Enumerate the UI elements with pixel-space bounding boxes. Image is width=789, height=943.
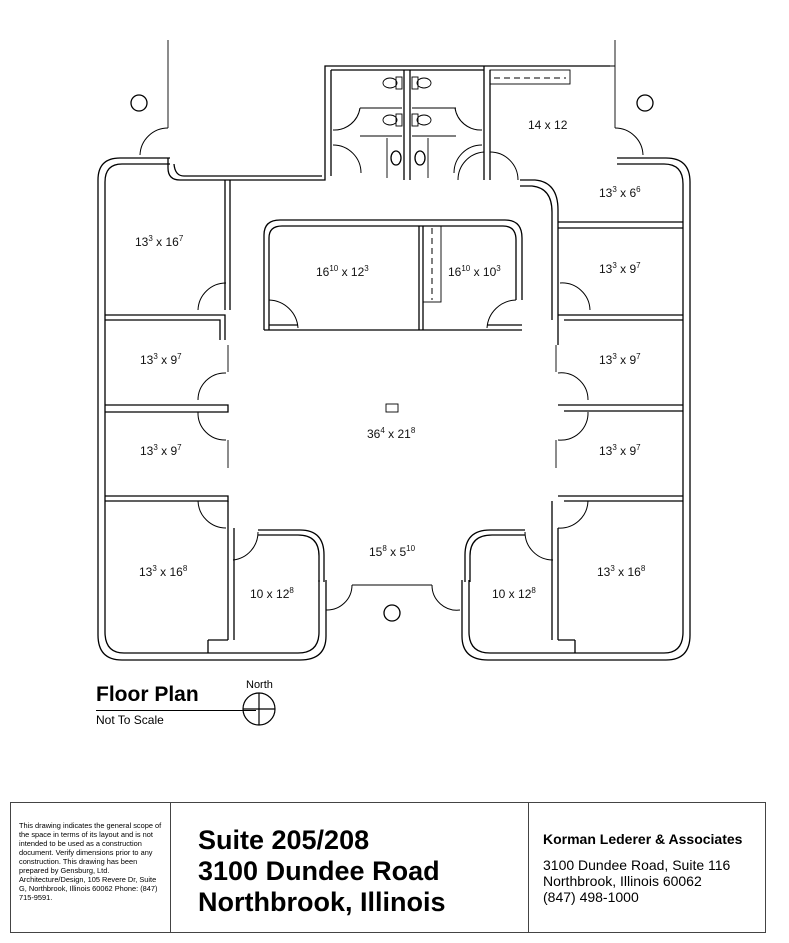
legend-divider (96, 710, 256, 711)
plan-legend: Floor Plan Not To Scale (96, 683, 199, 727)
room-label: 10 x 128 (250, 586, 294, 601)
plan-title: Floor Plan (96, 683, 199, 706)
east-offices (551, 221, 683, 653)
firm-address-line1: 3100 Dundee Road, Suite 116 (543, 857, 731, 873)
suite-address: Suite 205/208 3100 Dundee Road Northbroo… (171, 803, 529, 932)
room-label: 133 x 168 (597, 564, 646, 579)
room-label: 10 x 128 (492, 586, 536, 601)
title-block: This drawing indicates the general scope… (10, 802, 766, 933)
sw-small-office (232, 529, 432, 611)
room-label: 14 x 12 (528, 118, 568, 132)
room-label: 133 x 97 (140, 443, 182, 458)
room-label: 133 x 97 (599, 261, 641, 276)
room-labels: 133 x 167 1610 x 123 1610 x 103 14 x 12 … (135, 118, 646, 601)
room-label: 1610 x 103 (448, 264, 501, 279)
firm-info: Korman Lederer & Associates 3100 Dundee … (529, 803, 765, 932)
room-label: 133 x 167 (135, 234, 184, 249)
column-icon (383, 604, 401, 622)
city-state: Northbrook, Illinois (198, 887, 446, 917)
room-label: 133 x 97 (599, 352, 641, 367)
west-offices (105, 180, 235, 653)
firm-name: Korman Lederer & Associates (543, 831, 743, 847)
column-icon (636, 94, 654, 112)
disclaimer-text: This drawing indicates the general scope… (11, 803, 171, 932)
north-label: North (246, 679, 273, 691)
street-address: 3100 Dundee Road (198, 856, 440, 886)
room-label: 1610 x 123 (316, 264, 369, 279)
room-label: 133 x 97 (599, 443, 641, 458)
room-label: 158 x 510 (369, 544, 416, 559)
firm-phone: (847) 498-1000 (543, 889, 639, 905)
floor-plan-drawing: 133 x 167 1610 x 123 1610 x 103 14 x 12 … (97, 40, 691, 661)
suite-number: Suite 205/208 (198, 825, 370, 855)
room-label: 133 x 66 (599, 185, 641, 200)
se-small-office (431, 529, 554, 611)
exterior-walls (97, 40, 691, 661)
room-label: 133 x 168 (139, 564, 188, 579)
column-icon (130, 94, 148, 112)
scale-note: Not To Scale (96, 713, 164, 727)
firm-address-line2: Northbrook, Illinois 60062 (543, 873, 702, 889)
room-label: 133 x 97 (140, 352, 182, 367)
conference-rooms (263, 219, 523, 413)
restrooms (332, 69, 571, 181)
room-label: 364 x 218 (367, 426, 416, 441)
north-arrow-icon (242, 692, 276, 726)
